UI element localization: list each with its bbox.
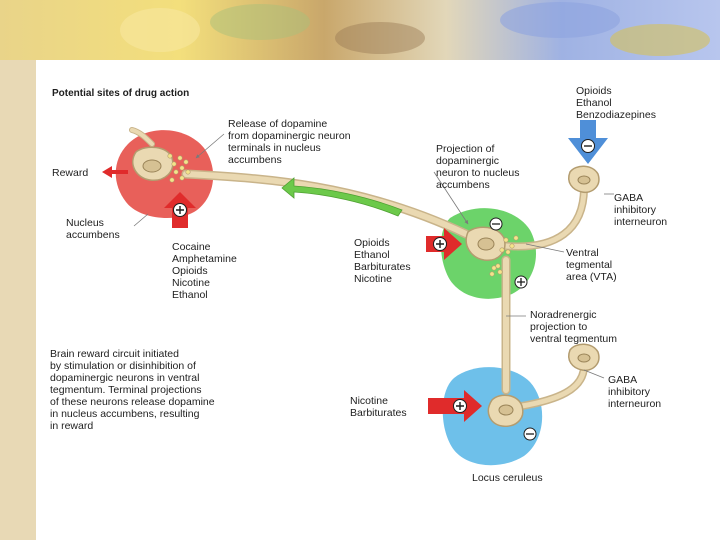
inhibition-marker-vta (489, 217, 503, 231)
locus-ceruleus-label: Locus ceruleus (472, 472, 543, 484)
drugs-top-label: Opioids Ethanol Benzodiazepines (576, 85, 656, 121)
leader-lines (133, 133, 614, 379)
gaba-bottom-label: GABA inhibitory interneuron (608, 374, 661, 410)
gaba-interneuron-top (568, 165, 600, 194)
inhibition-marker-locus-ceruleus (523, 427, 537, 441)
projection-arrow (281, 177, 403, 217)
excitatory-arrow-nucleus-accumbens (164, 192, 196, 228)
excitatory-arrow-locus-ceruleus (428, 390, 482, 422)
dopamine-vesicles (167, 153, 519, 277)
gaba-interneuron-bottom (568, 343, 600, 372)
excitatory-arrow-vta (426, 228, 462, 260)
nucleus-accumbens-label: Nucleus accumbens (66, 217, 120, 241)
figure-panel: Potential sites of drug action (36, 60, 720, 540)
release-label: Release of dopamine from dopaminergic ne… (228, 118, 354, 166)
projection-label: Projection of dopaminergic neuron to nuc… (436, 143, 522, 191)
noradrenergic-label: Noradrenergic projection to ventral tegm… (530, 309, 617, 345)
locus-ceruleus-neuron (487, 394, 524, 428)
drug-action-diagram: Potential sites of drug action (50, 85, 667, 484)
neuron-fibers (129, 127, 588, 410)
reward-label: Reward (52, 167, 88, 179)
excitation-marker-vta (514, 275, 528, 289)
inhibitory-arrow-top (568, 120, 608, 164)
figure-title: Potential sites of drug action (52, 88, 189, 99)
drugs-vta-label: Opioids Ethanol Barbiturates Nicotine (354, 237, 414, 285)
vta-dopaminergic-neuron (465, 226, 506, 261)
nucleus-accumbens-neuron (132, 146, 174, 181)
drugs-locus-ceruleus-label: Nicotine Barbiturates (350, 395, 407, 419)
vta-label: Ventral tegmental area (VTA) (566, 247, 617, 283)
gaba-top-label: GABA inhibitory interneuron (614, 192, 667, 228)
drugs-nucleus-accumbens-label: Cocaine Amphetamine Opioids Nicotine Eth… (172, 241, 240, 301)
reward-arrow (102, 166, 128, 178)
caption-text: Brain reward circuit initiated by stimul… (50, 348, 218, 432)
